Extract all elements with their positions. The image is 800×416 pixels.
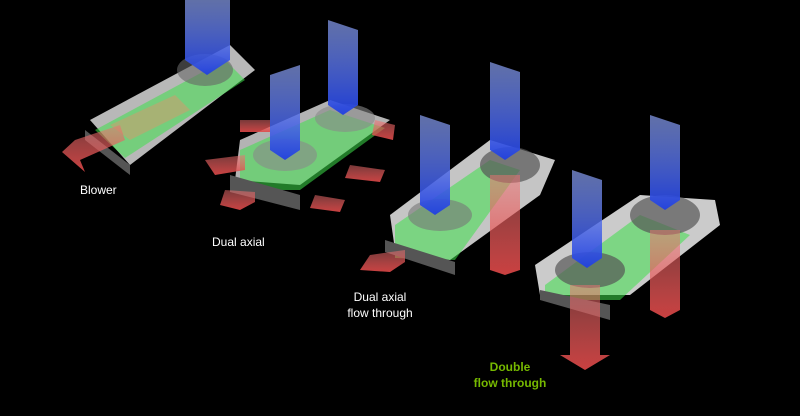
label-line: flow through (473, 376, 547, 390)
exhaust-arrow (650, 230, 680, 318)
label-line: Dual axial (353, 290, 407, 304)
exhaust-arrow (490, 175, 520, 275)
exhaust-arrow (560, 285, 610, 370)
intake-arrow (650, 115, 680, 210)
double-flow-through-card (535, 115, 720, 370)
dual-axial-card (205, 20, 395, 212)
intake-arrow (490, 62, 520, 160)
label-dual-axial-flow-through: Dual axial flow through (330, 289, 430, 321)
label-double-flow-through: Double flow through (460, 359, 560, 391)
dual-axial-flow-through-card (360, 62, 555, 275)
intake-arrow (328, 20, 358, 115)
label-blower: Blower (80, 183, 117, 197)
label-line: flow through (347, 306, 413, 320)
intake-arrow (572, 170, 602, 268)
blower-card (62, 0, 255, 175)
exhaust-arrow (62, 125, 125, 172)
intake-arrow (185, 0, 230, 75)
label-line: Double (489, 360, 531, 374)
label-dual-axial: Dual axial (212, 235, 265, 249)
intake-arrow (420, 115, 450, 215)
intake-arrow (270, 65, 300, 160)
